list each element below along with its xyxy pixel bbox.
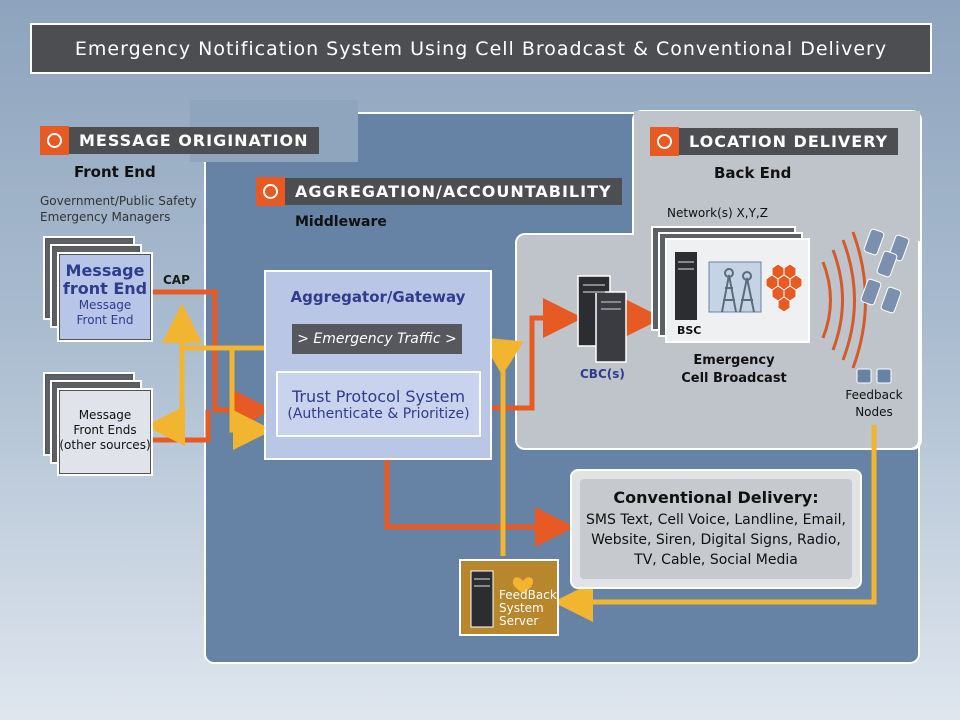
networks-label: Network(s) X,Y,Z	[667, 206, 768, 220]
message-origination-label: MESSAGE ORIGINATION	[69, 127, 319, 154]
managers-line-1: Government/Public Safety	[40, 194, 197, 208]
bsc-card: BSC	[665, 238, 810, 343]
feedback-nodes-label: Feedback Nodes	[834, 387, 914, 421]
conventional-delivery-box: Conventional Delivery: SMS Text, Cell Vo…	[570, 469, 862, 589]
emergency-traffic-bar: > Emergency Traffic >	[292, 324, 462, 354]
aggregator-to-conventional-connector	[384, 460, 575, 547]
feedback-server-illustration	[470, 570, 534, 628]
conventional-delivery-title: Conventional Delivery:	[613, 488, 819, 507]
trust-to-cbc-connector	[490, 298, 583, 411]
other-front-ends-card: Message Front Ends (other sources)	[57, 388, 153, 476]
feedback-nodes-line-2: Nodes	[855, 405, 893, 419]
feedback-system-server-box: FeedBack System Server	[459, 559, 559, 636]
feedback-server-line-1: FeedBack	[499, 588, 557, 602]
back-end-label: Back End	[714, 164, 792, 182]
aggregation-header: AGGREGATION/ACCOUNTABILITY	[256, 177, 622, 206]
broadcast-line-2: Cell Broadcast	[681, 371, 787, 386]
section-marker-icon	[256, 177, 285, 206]
section-marker-icon	[650, 127, 679, 156]
feedback-nodes-line-1: Feedback	[845, 388, 903, 402]
mobile-phones-icon	[860, 228, 910, 314]
cbc-server-icon	[577, 275, 627, 363]
heart-icon	[512, 577, 534, 594]
other-front-ends-line-3: (other sources)	[59, 438, 151, 452]
server-to-aggregator-connector	[479, 336, 524, 556]
feedback-server-line-3: Server	[499, 614, 539, 628]
bsc-illustration	[675, 252, 803, 320]
feedback-server-label: FeedBack System Server	[499, 589, 557, 628]
other-front-ends-line-1: Message	[78, 408, 132, 422]
cap-connector	[152, 289, 273, 430]
emergency-cell-broadcast-label: Emergency Cell Broadcast	[672, 352, 796, 388]
trust-protocol-subtitle: (Authenticate & Prioritize)	[287, 405, 470, 422]
location-delivery-header: LOCATION DELIVERY	[650, 127, 899, 156]
front-end-label: Front End	[74, 163, 156, 181]
broadcast-line-1: Emergency	[693, 353, 775, 368]
message-origination-header: MESSAGE ORIGINATION	[40, 126, 319, 155]
aggregator-gateway-title: Aggregator/Gateway	[290, 288, 466, 306]
trust-protocol-title: Trust Protocol System	[291, 386, 466, 406]
message-front-end-card: Message front End Message Front End	[57, 252, 153, 342]
conventional-delivery-inner: Conventional Delivery: SMS Text, Cell Vo…	[580, 479, 852, 579]
diagram-title: Emergency Notification System Using Cell…	[30, 23, 932, 74]
middleware-label: Middleware	[295, 214, 387, 230]
cap-label: CAP	[163, 273, 190, 287]
message-front-end-sub-1: Message	[78, 298, 132, 312]
aggregation-label: AGGREGATION/ACCOUNTABILITY	[285, 178, 622, 205]
message-front-end-title-1: Message	[65, 261, 145, 280]
nodes-to-server-connector	[553, 425, 877, 622]
conventional-delivery-line-1: SMS Text, Cell Voice, Landline, Email,	[586, 512, 846, 528]
feedback-to-front-end	[162, 303, 265, 351]
feedback-node-icon	[876, 368, 892, 384]
bsc-label: BSC	[677, 324, 702, 337]
feedback-to-other-sources	[145, 348, 185, 446]
message-front-end-sub-2: Front End	[76, 313, 134, 327]
section-marker-icon	[40, 126, 69, 155]
conventional-delivery-line-3: TV, Cable, Social Media	[634, 552, 798, 568]
cbc-label: CBC(s)	[580, 367, 625, 381]
other-front-ends-line-2: Front Ends	[73, 423, 137, 437]
feedback-node-icon	[856, 368, 872, 384]
trust-protocol-box: Trust Protocol System (Authenticate & Pr…	[276, 371, 481, 437]
broadcast-waves-icon	[821, 231, 867, 369]
conventional-delivery-line-2: Website, Siren, Digital Signs, Radio,	[591, 532, 841, 548]
feedback-to-trust	[229, 348, 273, 450]
managers-line-2: Emergency Managers	[40, 210, 171, 224]
location-delivery-label: LOCATION DELIVERY	[679, 128, 899, 155]
message-front-end-title-2: front End	[62, 279, 148, 298]
feedback-server-line-2: System	[499, 601, 544, 615]
